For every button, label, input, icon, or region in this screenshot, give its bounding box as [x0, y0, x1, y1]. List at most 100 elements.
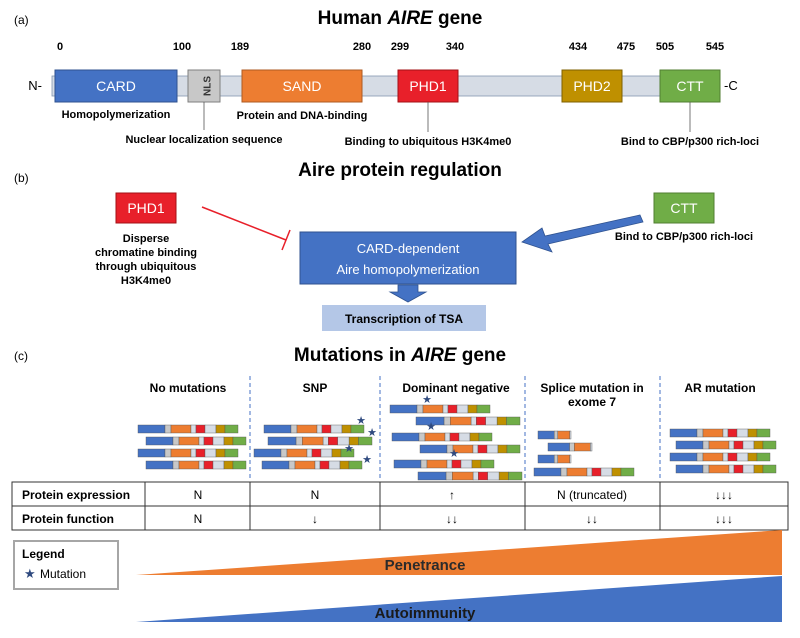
- mini-domain: [747, 428, 758, 438]
- column-header: SNP: [303, 381, 328, 395]
- mini-domain: [728, 440, 735, 450]
- mini-domain: [472, 471, 479, 481]
- mini-domain: [263, 424, 292, 434]
- column-separators: [249, 376, 661, 478]
- position-label: 545: [706, 41, 724, 53]
- mini-domain: [224, 424, 239, 434]
- mini-domain: [319, 460, 330, 470]
- sand-domain: [241, 69, 363, 103]
- column-header: exome 7: [568, 395, 616, 409]
- mini-domain: [708, 440, 730, 450]
- sand-domain-label: SAND: [283, 78, 322, 94]
- svg-text:through ubiquitous: through ubiquitous: [96, 261, 197, 273]
- mini-domain: [557, 454, 570, 464]
- c-terminus: -C: [724, 78, 738, 93]
- mini-domain: [419, 444, 448, 454]
- ctt-box-label: CTT: [670, 200, 698, 216]
- position-label: 475: [617, 41, 635, 53]
- mini-domain: [164, 424, 172, 434]
- mini-domain: [223, 436, 234, 446]
- phenotype-table: [11, 481, 789, 531]
- table-cell: N: [311, 488, 320, 502]
- mini-domain: [294, 460, 316, 470]
- position-label: 299: [391, 41, 409, 53]
- position-label: 189: [231, 41, 249, 53]
- mini-domain: [358, 436, 373, 446]
- mini-domain: [451, 459, 462, 469]
- mini-domain: [762, 440, 777, 450]
- table-cell: N: [194, 488, 203, 502]
- mini-domain: [178, 460, 200, 470]
- table-cell: N (truncated): [557, 488, 627, 502]
- table-row-label: Protein function: [22, 512, 114, 526]
- mutation-stars: ★★★★★★★: [344, 394, 459, 466]
- mini-domain: [195, 424, 206, 434]
- mini-domain: [554, 430, 559, 440]
- svg-text:CARD-dependent: CARD-dependent: [357, 241, 460, 256]
- mini-domain: [204, 448, 217, 458]
- mini-domain: [450, 416, 472, 426]
- mini-domain: [302, 436, 324, 446]
- mini-domain: [557, 430, 570, 440]
- mini-domain: [172, 436, 180, 446]
- legend-item: Mutation: [40, 567, 86, 581]
- mini-domain: [224, 448, 239, 458]
- mini-domain: [467, 404, 478, 414]
- mini-domain: [232, 460, 247, 470]
- mini-domain: [728, 464, 735, 474]
- table-cell: ↓: [312, 512, 318, 526]
- mini-protein: [547, 442, 593, 452]
- mini-domain: [446, 459, 453, 469]
- mini-protein: [537, 454, 572, 464]
- mini-protein: [137, 424, 239, 434]
- mutation-star-icon: ★: [422, 394, 432, 406]
- star-icon: ★: [24, 566, 36, 581]
- mini-domain: [422, 404, 444, 414]
- inhibition-line: [201, 206, 287, 241]
- mini-domain: [478, 471, 488, 481]
- mini-domain: [456, 404, 469, 414]
- card-domain-label: CARD: [96, 78, 136, 94]
- mini-domain: [702, 452, 724, 462]
- mini-domain: [253, 448, 282, 458]
- mini-domain: [620, 467, 635, 477]
- nls-annotation: Nuclear localization sequence: [125, 134, 282, 146]
- phd1-box-label: PHD1: [127, 200, 165, 216]
- mini-domain: [478, 432, 493, 442]
- mini-domain: [476, 416, 486, 426]
- mini-domain: [498, 471, 509, 481]
- mini-domain: [537, 454, 555, 464]
- mini-domain: [675, 464, 704, 474]
- mutation-star-icon: ★: [367, 427, 377, 439]
- svg-text:chromatine binding: chromatine binding: [95, 247, 197, 259]
- column-header: AR mutation: [684, 381, 755, 395]
- mini-domain: [203, 436, 214, 446]
- autoimmunity-triangle: [136, 576, 782, 622]
- mini-domain: [290, 424, 298, 434]
- mini-protein: [675, 464, 777, 474]
- domain-annotations: Homopolymerization Nuclear localization …: [62, 102, 759, 148]
- penetrance-triangle: [136, 530, 782, 575]
- mini-domain: [487, 471, 500, 481]
- mini-domain: [449, 432, 460, 442]
- mini-domain: [445, 471, 453, 481]
- column-header: No mutations: [150, 381, 227, 395]
- mini-protein: [669, 452, 771, 462]
- mini-domain: [472, 444, 479, 454]
- mini-domain: [590, 442, 593, 452]
- ctt-domain-label: CTT: [676, 78, 704, 94]
- mini-domain: [389, 404, 418, 414]
- mini-domain: [727, 428, 738, 438]
- mini-domain: [442, 404, 449, 414]
- mini-domain: [747, 452, 758, 462]
- mini-domain: [320, 448, 333, 458]
- mini-domain: [586, 467, 593, 477]
- sand-annotation: Protein and DNA-binding: [237, 110, 368, 122]
- position-label: 280: [353, 41, 371, 53]
- mini-domain: [267, 436, 297, 446]
- position-label: 434: [569, 41, 588, 53]
- mini-protein: [261, 460, 363, 470]
- mini-protein: [533, 467, 635, 477]
- panel-c-title: Mutations in AIRE gene: [294, 345, 506, 366]
- mini-domain: [321, 424, 332, 434]
